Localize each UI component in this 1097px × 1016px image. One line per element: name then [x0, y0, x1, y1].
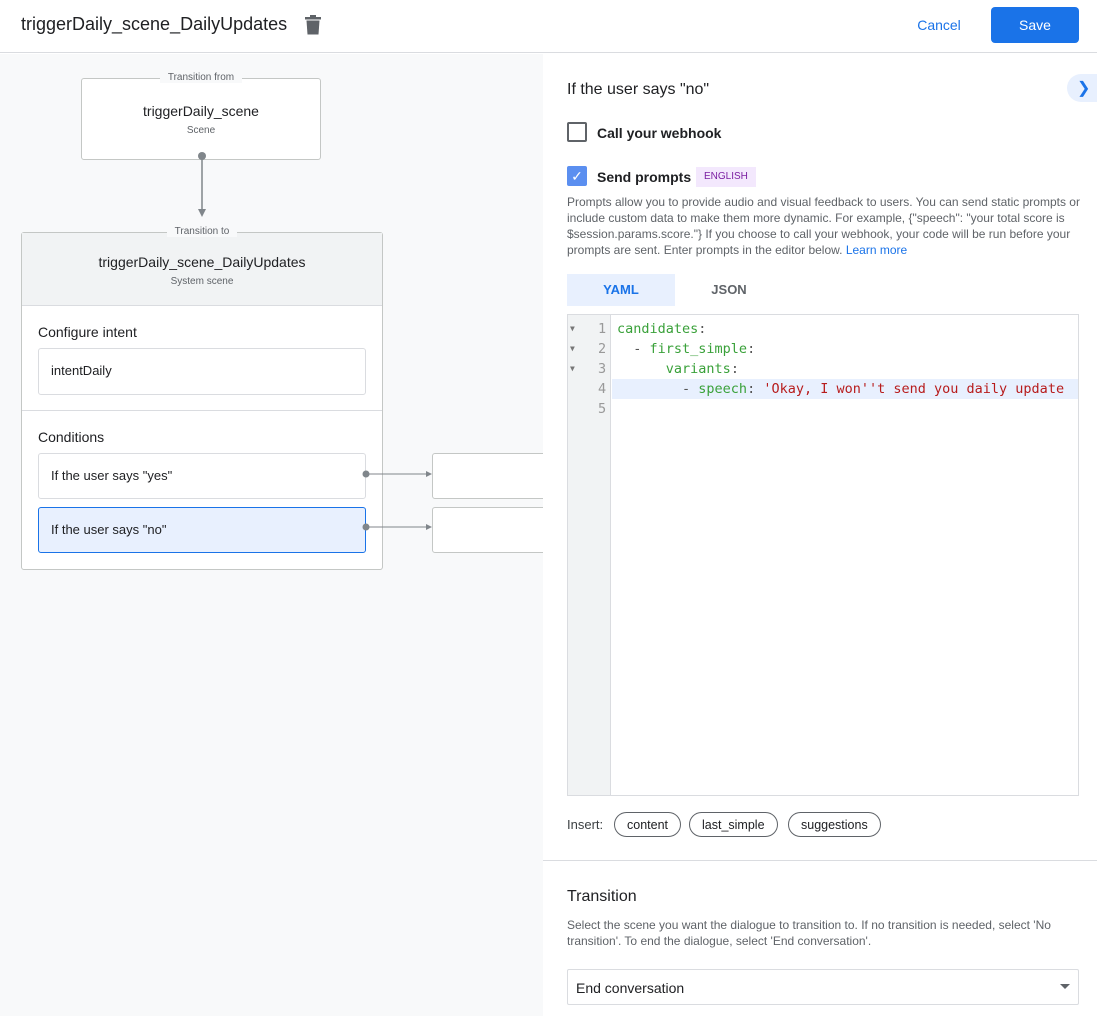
transition-to-node[interactable]: Transition to triggerDaily_scene_DailyUp…	[21, 226, 383, 570]
trash-icon[interactable]	[304, 15, 322, 35]
condition-connectors	[362, 470, 432, 531]
line-number: 5	[598, 401, 607, 417]
tab-yaml[interactable]: YAML	[567, 274, 675, 306]
transition-from-legend: Transition from	[159, 72, 243, 83]
from-scene-type: Scene	[186, 125, 216, 136]
panel-heading: If the user says "no"	[567, 81, 710, 98]
page-title: triggerDaily_scene_DailyUpdates	[21, 14, 288, 34]
transition-arrow	[198, 152, 206, 217]
line-number: 1	[598, 321, 607, 337]
to-scene-name: triggerDaily_scene_DailyUpdates	[98, 254, 306, 270]
webhook-checkbox[interactable]	[567, 122, 587, 142]
insert-content-chip[interactable]: content	[614, 812, 682, 837]
transition-description: Select the scene you want the dialogue t…	[567, 918, 1051, 948]
transition-selected-value: End conversation	[576, 980, 685, 996]
insert-label: Insert:	[567, 817, 604, 832]
condition-yes[interactable]: If the user says "yes"	[38, 453, 366, 499]
learn-more-link[interactable]: Learn more	[845, 243, 908, 257]
details-panel: ❯ If the user says "no" Call your webhoo…	[543, 54, 1097, 1016]
send-prompts-checkbox[interactable]: ✓	[567, 166, 587, 186]
to-scene-type: System scene	[170, 276, 234, 287]
transition-to-legend: Transition to	[166, 226, 238, 237]
conditions-label: Conditions	[38, 429, 105, 445]
scene-canvas[interactable]: Transition from triggerDaily_scene Scene…	[0, 54, 552, 1016]
insert-suggestions-chip[interactable]: suggestions	[788, 812, 881, 837]
prompts-description: Prompts allow you to provide audio and v…	[567, 195, 1080, 257]
target-node-yes[interactable]	[432, 453, 552, 499]
condition-no[interactable]: If the user says "no"	[38, 507, 366, 553]
transition-heading: Transition	[567, 888, 637, 905]
insert-last-simple-chip[interactable]: last_simple	[689, 812, 778, 837]
code-editor[interactable]: ▼ ▼ ▼ 1 2 3 4 5 candidates: - first_simp…	[567, 314, 1079, 796]
webhook-label: Call your webhook	[597, 125, 722, 141]
code-lines: candidates: - first_simple: variants: - …	[617, 321, 1065, 397]
line-number: 2	[598, 341, 607, 357]
save-button[interactable]: Save	[991, 7, 1079, 43]
transition-select[interactable]: End conversation	[567, 969, 1079, 1005]
from-scene-name: triggerDaily_scene	[143, 103, 259, 119]
top-bar: triggerDaily_scene_DailyUpdates Cancel S…	[0, 0, 1097, 53]
line-number: 4	[598, 381, 607, 397]
language-badge: ENGLISH	[696, 167, 756, 187]
intent-box[interactable]: intentDaily	[38, 348, 366, 395]
transition-from-node[interactable]: Transition from triggerDaily_scene Scene	[81, 72, 321, 160]
tab-json[interactable]: JSON	[711, 282, 747, 297]
line-number: 3	[598, 361, 607, 377]
configure-intent-label: Configure intent	[38, 324, 137, 340]
chevron-right-icon[interactable]: ❯	[1067, 74, 1097, 102]
dropdown-arrow-icon	[1060, 984, 1070, 989]
target-node-no[interactable]	[432, 507, 552, 553]
send-prompts-label: Send prompts	[597, 169, 692, 185]
cancel-button[interactable]: Cancel	[905, 8, 973, 42]
fold-arrows[interactable]: ▼ ▼ ▼	[570, 324, 575, 373]
